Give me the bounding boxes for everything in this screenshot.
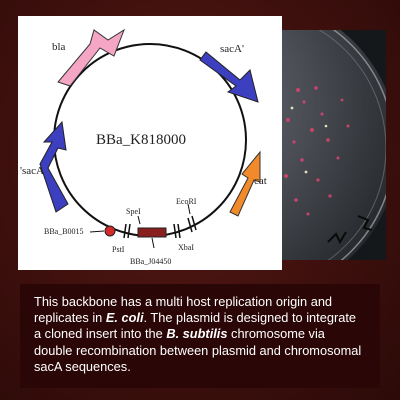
spei-label: SpeI bbox=[126, 207, 141, 216]
restriction-site-ticks bbox=[123, 215, 197, 239]
b0015-label: BBa_B0015 bbox=[44, 227, 84, 236]
caption-box: This backbone has a multi host replicati… bbox=[20, 284, 380, 388]
bla-label: bla bbox=[52, 41, 66, 53]
plasmid-map: bla sacA' BBa_K818000 'sacA cat EcoRI Sp… bbox=[20, 28, 267, 266]
caption-part-3: chromosome via double recombination betw… bbox=[34, 326, 362, 374]
caption-bsubtilis: B. subtilis bbox=[166, 326, 228, 342]
psti-label: PstI bbox=[112, 245, 125, 254]
j04450-insert-marker bbox=[137, 227, 167, 238]
cat-gene-arrow bbox=[229, 150, 261, 217]
petri-dish-photo bbox=[268, 30, 386, 260]
caption-text: This backbone has a multi host replicati… bbox=[34, 294, 366, 375]
caption-part-1: This backbone has a multi host replicati… bbox=[34, 294, 333, 326]
sacA-left-gene-arrow bbox=[39, 120, 69, 213]
xbai-label: XbaI bbox=[178, 243, 194, 252]
plasmid-map-card: bla sacA' BBa_K818000 'sacA cat EcoRI Sp… bbox=[18, 16, 282, 270]
sacA-left-label: 'sacA bbox=[20, 165, 44, 177]
plasmid-name: BBa_K818000 bbox=[96, 132, 186, 148]
caption-ecoli: E. coli bbox=[105, 310, 144, 326]
ecori-label: EcoRI bbox=[176, 197, 197, 206]
caption-part-2: . The plasmid is designed to integrate a… bbox=[34, 310, 357, 342]
b0015-terminator-marker bbox=[104, 225, 116, 237]
bla-gene-arrow bbox=[57, 28, 126, 87]
label-pointer-lines bbox=[89, 203, 191, 249]
sacA-prime-label: sacA' bbox=[220, 43, 244, 55]
sacA-prime-gene-arrow bbox=[199, 51, 259, 103]
cat-label: cat bbox=[254, 175, 267, 187]
petri-dish-image bbox=[268, 30, 386, 260]
j04450-label: BBa_J04450 bbox=[130, 257, 171, 266]
